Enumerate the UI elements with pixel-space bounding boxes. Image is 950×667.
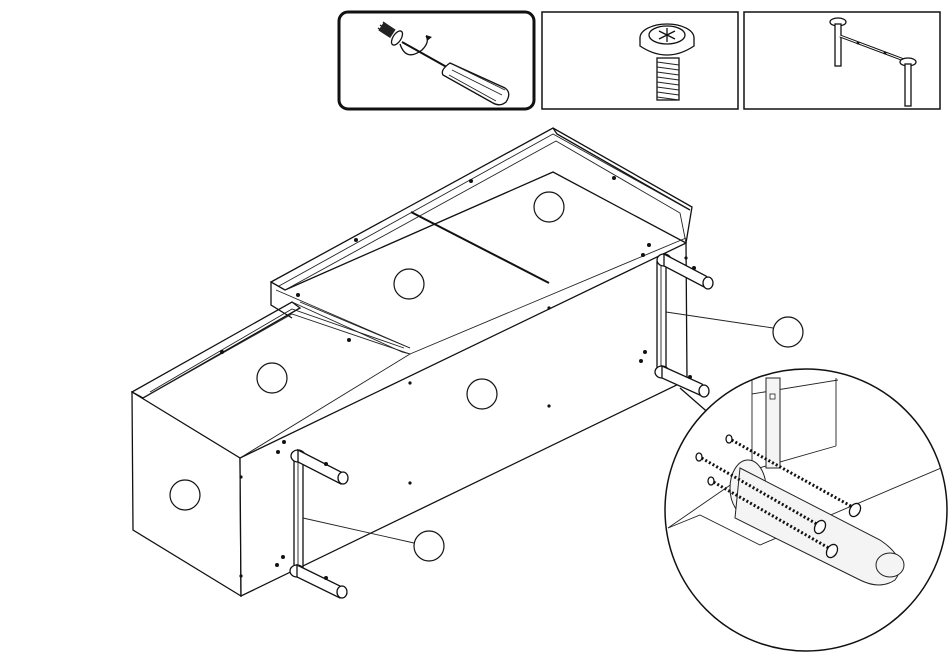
screw-hint-box <box>542 12 738 109</box>
callout-leg-frame-right <box>773 317 803 347</box>
leg-hint-box <box>744 12 940 109</box>
cabinet <box>132 128 692 596</box>
callout-top-shelf-middle <box>394 269 424 299</box>
callout-top-shelf-right <box>534 192 564 222</box>
callout-back-panel <box>467 379 497 409</box>
callout-side-panel <box>170 480 200 510</box>
callout-leg-frame-left <box>414 531 444 561</box>
zoom-detail <box>665 369 950 651</box>
back-panel <box>240 243 687 596</box>
callout-top-shelf-left <box>257 363 287 393</box>
screwdriver-hint-box <box>339 12 534 109</box>
